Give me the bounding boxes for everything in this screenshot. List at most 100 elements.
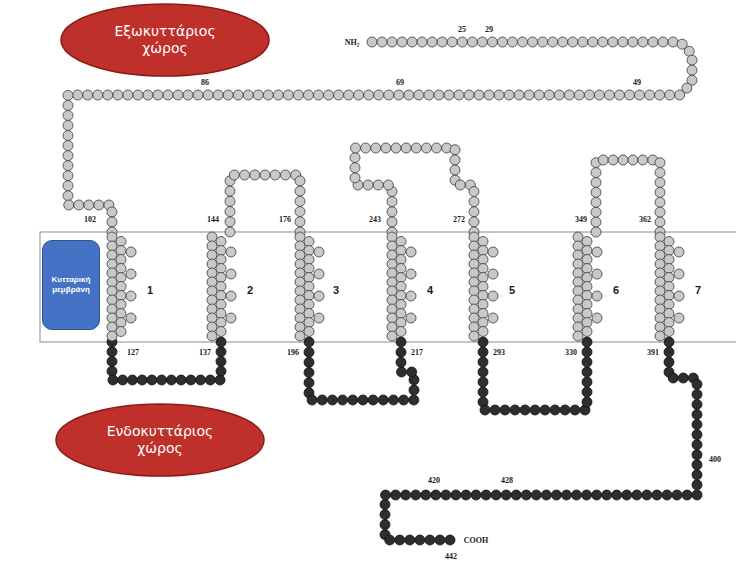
cell-membrane (40, 232, 736, 342)
amino-acid-residue (383, 180, 393, 190)
amino-acid-residue (655, 250, 665, 260)
amino-acid-residue (480, 405, 490, 415)
amino-acid-residue (396, 309, 406, 319)
amino-acid-residue (415, 535, 425, 545)
amino-acid-residue (295, 241, 305, 251)
amino-acid-residue (424, 90, 434, 100)
amino-acid-residue (551, 490, 561, 500)
amino-acid-residue (307, 395, 317, 405)
amino-acid-residue (582, 291, 592, 301)
amino-acid-residue (253, 90, 263, 100)
amino-acid-residue (655, 241, 665, 251)
amino-acid-residue (582, 387, 592, 397)
amino-acid-residue (638, 37, 648, 47)
amino-acid-residue (478, 387, 488, 397)
amino-acid-residue (396, 237, 406, 247)
amino-acid-residue (216, 300, 226, 310)
amino-acid-residue (387, 331, 397, 341)
amino-acid-residue (133, 90, 143, 100)
amino-acid-residue (591, 187, 601, 197)
amino-acid-residue (582, 282, 592, 292)
amino-acid-residue (469, 313, 479, 323)
residue-number: 102 (84, 215, 96, 224)
amino-acid-residue (497, 37, 507, 47)
amino-acid-residue (500, 405, 510, 415)
amino-acid-residue (450, 155, 460, 165)
amino-acid-residue (544, 90, 554, 100)
amino-acid-residue (674, 313, 684, 323)
amino-acid-residue (682, 490, 692, 500)
residue-number: 29 (485, 25, 493, 34)
residue-number: COOH (464, 536, 488, 545)
amino-acid-residue (592, 247, 602, 257)
amino-acid-residue (207, 268, 217, 278)
amino-acid-residue (207, 295, 217, 305)
amino-acid-residue (205, 375, 215, 385)
amino-acid-residue (484, 90, 494, 100)
helix-number: 3 (333, 284, 339, 296)
amino-acid-residue (467, 37, 477, 47)
amino-acid-residue (229, 170, 239, 180)
amino-acid-residue (314, 269, 324, 279)
amino-acid-residue (582, 397, 592, 407)
amino-acid-residue (207, 277, 217, 287)
residue-number: 391 (647, 348, 659, 357)
amino-acid-residue (478, 282, 488, 292)
residue-number: 127 (127, 348, 139, 357)
amino-acid-residue (664, 318, 674, 328)
amino-acid-residue (407, 367, 417, 377)
amino-acid-residue (491, 490, 501, 500)
amino-acid-residue (582, 357, 592, 367)
amino-acid-residue (295, 250, 305, 260)
amino-acid-residue (226, 269, 236, 279)
amino-acid-residue (655, 286, 665, 296)
amino-acid-residue (225, 196, 235, 206)
amino-acid-residue (304, 300, 314, 310)
amino-acid-residue (126, 269, 136, 279)
amino-acid-residue (582, 273, 592, 283)
amino-acid-residue (664, 237, 674, 247)
amino-acid-residue (84, 200, 94, 210)
amino-acid-residue (373, 180, 383, 190)
amino-acid-residue (414, 90, 424, 100)
amino-acid-residue (652, 490, 662, 500)
amino-acid-residue (692, 470, 702, 480)
amino-acid-residue (243, 90, 253, 100)
amino-acid-residue (461, 490, 471, 500)
region-label: Κυτταρική μεμβράνη (46, 275, 96, 294)
amino-acid-residue (582, 367, 592, 377)
amino-acid-residue (478, 318, 488, 328)
amino-acid-residue (469, 250, 479, 260)
amino-acid-residue (432, 143, 442, 153)
amino-acid-residue (692, 399, 702, 409)
amino-acid-residue (116, 237, 126, 247)
amino-acid-residue (584, 90, 594, 100)
amino-acid-residue (163, 90, 173, 100)
amino-acid-residue (295, 313, 305, 323)
amino-acid-residue (487, 37, 497, 47)
amino-acid-residue (107, 304, 117, 314)
amino-acid-residue (304, 327, 314, 337)
amino-acid-residue (387, 217, 397, 227)
residue-number: 69 (396, 78, 404, 87)
amino-acid-residue (655, 313, 665, 323)
amino-acid-residue (511, 490, 521, 500)
residue-number: 176 (279, 215, 291, 224)
amino-acid-residue (434, 90, 444, 100)
amino-acid-residue (116, 273, 126, 283)
amino-acid-residue (664, 255, 674, 265)
amino-acid-residue (63, 100, 73, 110)
amino-acid-residue (387, 37, 397, 47)
amino-acid-residue (592, 291, 602, 301)
amino-acid-residue (573, 313, 583, 323)
amino-acid-residue (173, 90, 183, 100)
amino-acid-residue (387, 241, 397, 251)
amino-acid-residue (147, 375, 157, 385)
amino-acid-residue (591, 177, 601, 187)
amino-acid-residue (469, 197, 479, 207)
amino-acid-residue (478, 309, 488, 319)
amino-acid-residue (664, 309, 674, 319)
amino-acid-residue (608, 155, 618, 165)
amino-acid-residue (295, 217, 305, 227)
amino-acid-residue (521, 490, 531, 500)
